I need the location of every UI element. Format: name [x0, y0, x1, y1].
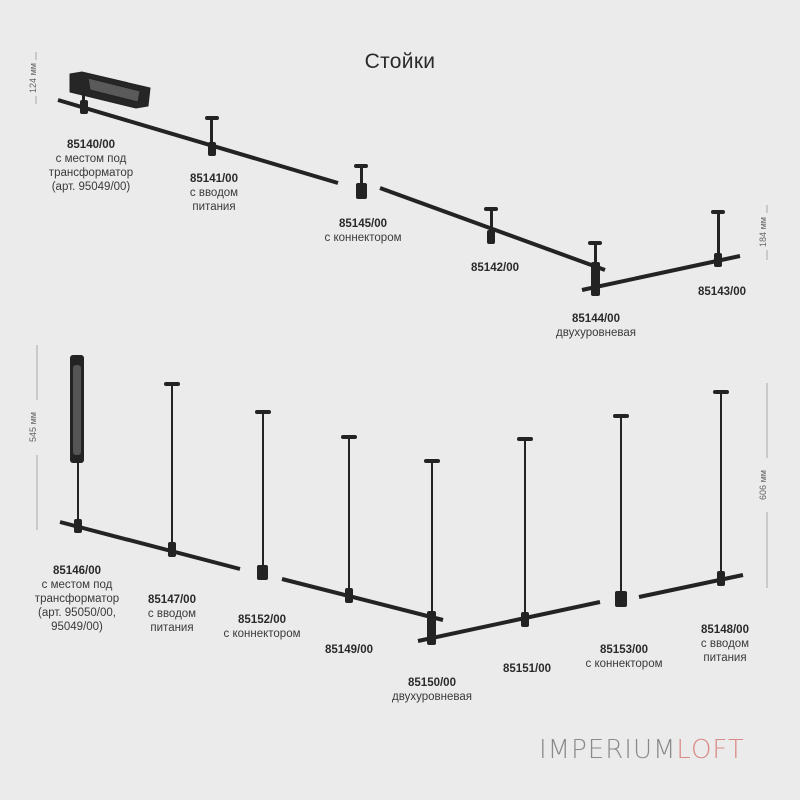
- transformer-box-icon: [69, 71, 151, 109]
- logo-part-imperium: IMPERIUM: [539, 735, 677, 765]
- rail-segment: [59, 520, 241, 571]
- product-label-85141: 85141/00 с вводом питания: [189, 173, 239, 213]
- product-label-85153: 85153/00 с коннектором: [585, 644, 663, 670]
- product-label-85150: 85150/00 двухуровневая: [392, 677, 472, 703]
- rail-segment: [581, 254, 741, 292]
- product-label-85145: 85145/00 с коннектором: [324, 218, 402, 244]
- dimension-lines: [35, 52, 768, 588]
- product-label-85147: 85147/00 с вводом питания: [147, 594, 197, 634]
- dimension-label-545: 545 мм: [27, 412, 38, 442]
- rail-segment: [57, 98, 339, 185]
- brand-logo: IMPERIUMLOFT: [539, 735, 745, 765]
- logo-part-loft: LOFT: [676, 735, 745, 765]
- product-label-85146: 85146/00 с местом под трансформатор (арт…: [34, 565, 120, 633]
- dimension-label-184: 184 мм: [757, 217, 768, 247]
- transformer-tube-icon: [70, 355, 84, 463]
- product-label-85149: 85149/00: [325, 644, 373, 656]
- rail-segment: [281, 577, 444, 622]
- dimension-label-124: 124 мм: [27, 63, 38, 93]
- dimension-label-606: 606 мм: [757, 470, 768, 500]
- product-label-85151: 85151/00: [503, 663, 551, 675]
- product-label-85144: 85144/00 двухуровневая: [556, 313, 636, 339]
- product-label-85148: 85148/00 с вводом питания: [700, 624, 750, 664]
- rail-segment: [417, 600, 601, 643]
- rail-segment: [638, 573, 744, 599]
- product-label-85152: 85152/00 с коннектором: [223, 614, 301, 640]
- product-label-85142: 85142/00: [471, 262, 519, 274]
- page-title: Стойки: [364, 50, 436, 73]
- product-label-85143: 85143/00: [698, 286, 746, 298]
- product-label-85140: 85140/00 с местом под трансформатор (арт…: [48, 139, 134, 193]
